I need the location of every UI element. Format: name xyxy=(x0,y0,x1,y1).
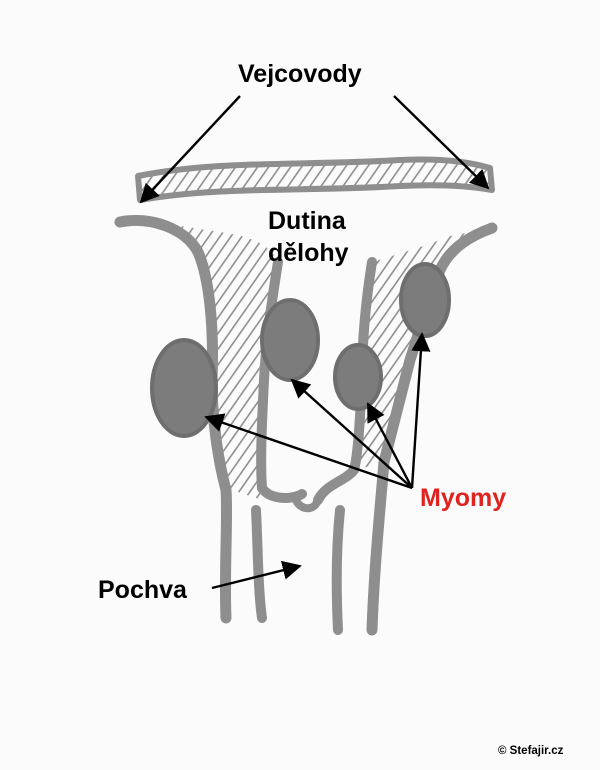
label-pochva: Pochva xyxy=(98,576,187,604)
label-dutina-line1: Dutina xyxy=(268,207,346,235)
arrow-pochva xyxy=(211,560,302,590)
copyright-notice: © Stefajir.cz xyxy=(498,745,564,757)
fibroid-inner-left xyxy=(260,298,320,382)
label-dutina-delohy: Dutina dělohy xyxy=(268,205,349,269)
fallopian-tube-band xyxy=(135,156,495,203)
right-uterine-wall xyxy=(292,222,498,636)
arrow-vejcovody-left xyxy=(139,95,241,204)
label-vejcovody: Vejcovody xyxy=(238,60,362,88)
arrow-myomy-inner-right xyxy=(366,402,414,489)
arrow-myomy-inner-left xyxy=(290,378,413,489)
arrow-vejcovody-right xyxy=(393,95,490,190)
arrow-myomy-upper-right xyxy=(410,332,431,489)
label-dutina-line2: dělohy xyxy=(268,239,349,267)
fibroid-inner-right xyxy=(333,343,383,411)
arrow-myomy-large-left xyxy=(204,413,413,490)
label-myomy: Myomy xyxy=(420,484,507,512)
fibroid-upper-right xyxy=(399,262,451,338)
fibroid-large-left xyxy=(150,338,218,438)
